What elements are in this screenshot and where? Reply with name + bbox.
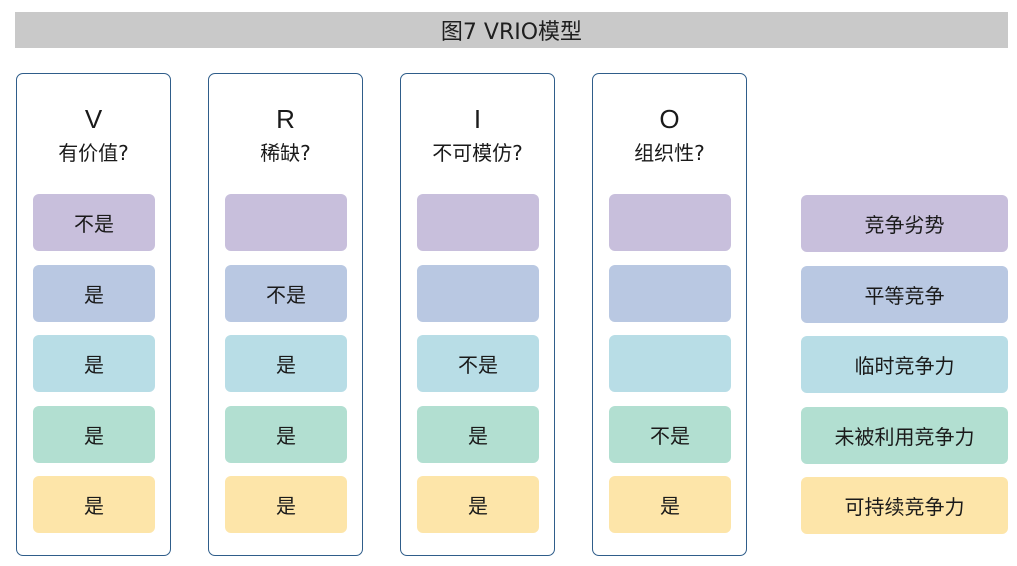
outcome-row2: 平等竞争 [801, 266, 1008, 323]
cell-v-row1: 不是 [33, 194, 155, 251]
cell-r-row5: 是 [225, 476, 347, 533]
cell-i-row1 [417, 194, 539, 251]
cell-v-row3: 是 [33, 335, 155, 392]
title-bar: 图7 VRIO模型 [15, 12, 1008, 48]
column-v: V 有价值? 不是 是 是 是 是 [16, 73, 171, 556]
column-question: 有价值? [58, 141, 129, 165]
cell-r-row3: 是 [225, 335, 347, 392]
cell-o-row2 [609, 265, 731, 322]
column-question: 不可模仿? [432, 141, 523, 165]
outcome-row4: 未被利用竞争力 [801, 407, 1008, 464]
column-o: O 组织性? 不是 是 [592, 73, 747, 556]
cell-i-row5: 是 [417, 476, 539, 533]
cell-o-row3 [609, 335, 731, 392]
outcome-row1: 竞争劣势 [801, 195, 1008, 252]
cell-v-row4: 是 [33, 406, 155, 463]
column-question: 组织性? [634, 141, 705, 165]
column-letter: O [659, 104, 680, 134]
column-question: 稀缺? [260, 141, 311, 165]
column-r: R 稀缺? 不是 是 是 是 [208, 73, 363, 556]
diagram-title: 图7 VRIO模型 [440, 20, 583, 45]
cell-r-row4: 是 [225, 406, 347, 463]
outcome-row5: 可持续竞争力 [801, 477, 1008, 534]
column-letter: R [276, 104, 295, 134]
cell-o-row5: 是 [609, 476, 731, 533]
cell-o-row4: 不是 [609, 406, 731, 463]
cell-v-row5: 是 [33, 476, 155, 533]
column-letter: I [473, 104, 482, 134]
cell-i-row4: 是 [417, 406, 539, 463]
column-i: I 不可模仿? 不是 是 是 [400, 73, 555, 556]
cell-o-row1 [609, 194, 731, 251]
cell-i-row3: 不是 [417, 335, 539, 392]
cell-i-row2 [417, 265, 539, 322]
cell-v-row2: 是 [33, 265, 155, 322]
cell-r-row1 [225, 194, 347, 251]
column-letter: V [84, 104, 103, 134]
outcome-row3: 临时竞争力 [801, 336, 1008, 393]
cell-r-row2: 不是 [225, 265, 347, 322]
